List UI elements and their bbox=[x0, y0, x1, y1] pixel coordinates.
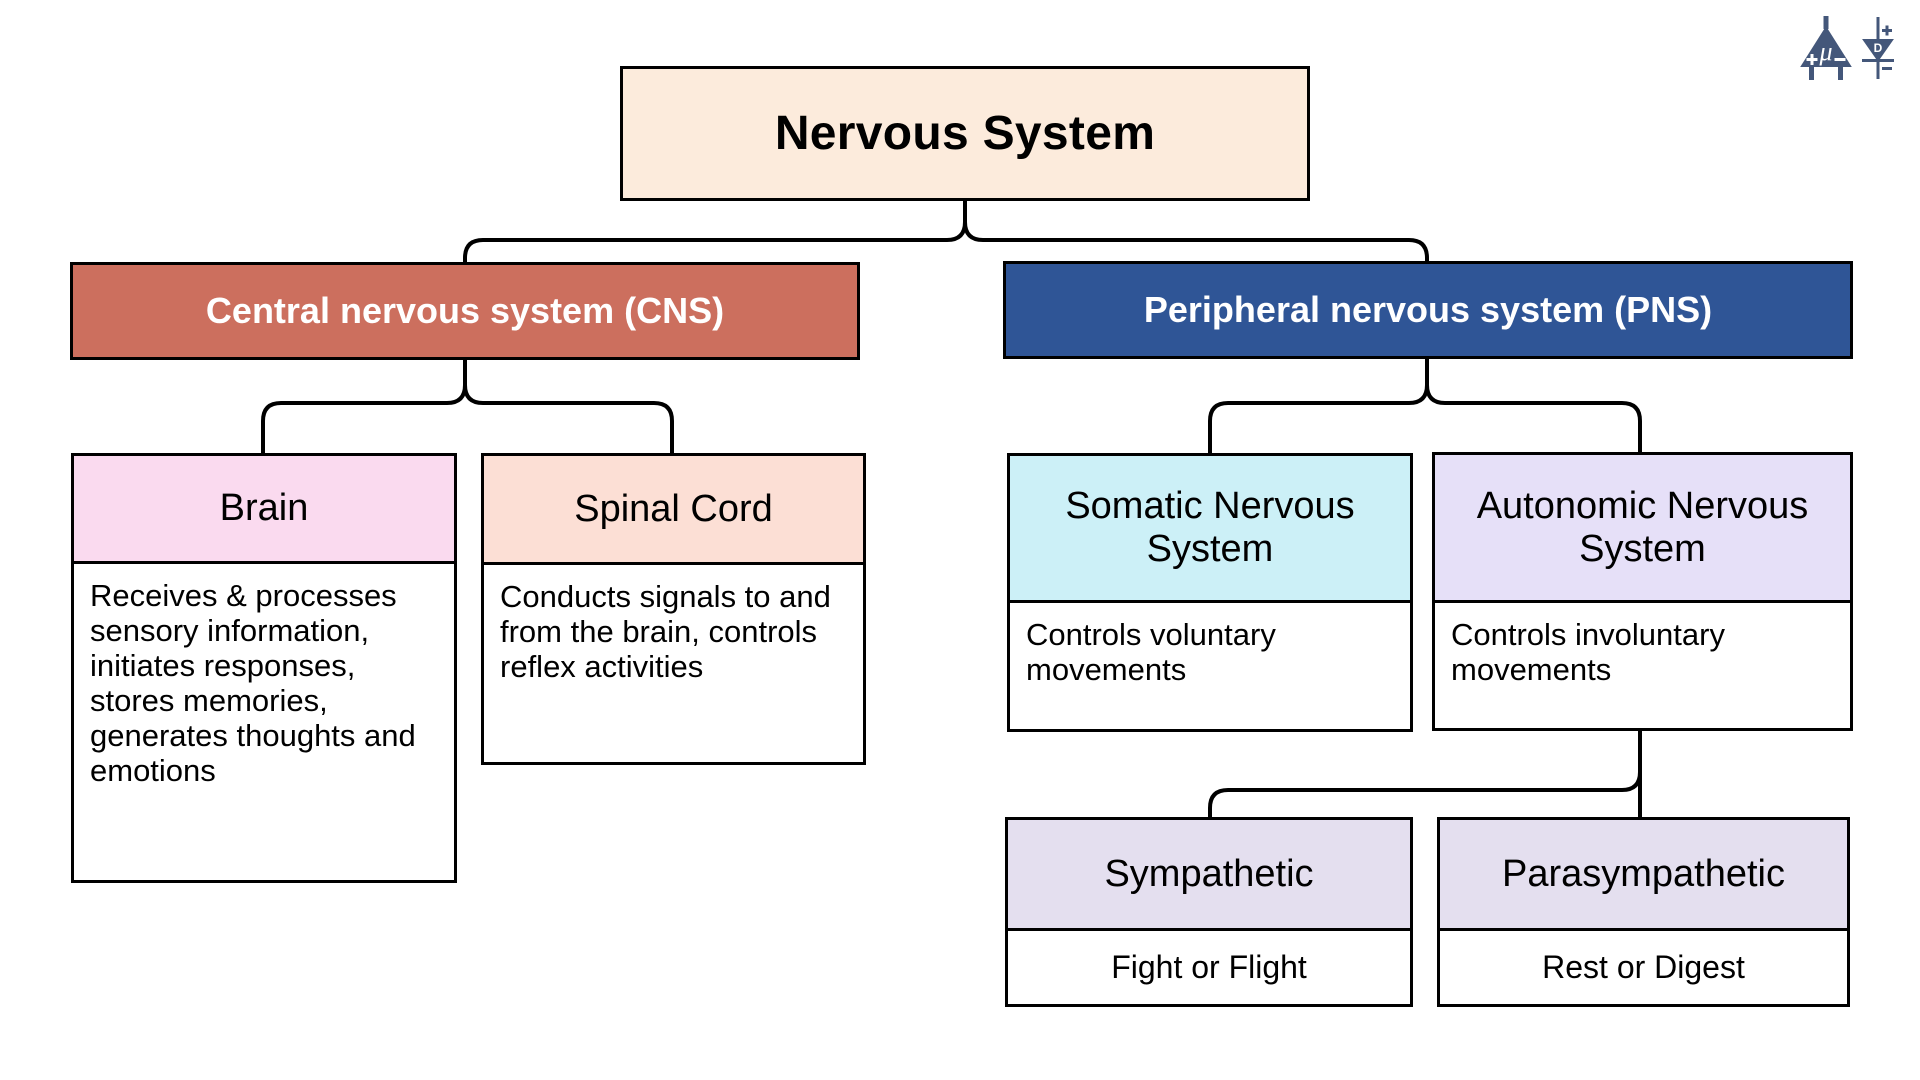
edge-root-pns bbox=[963, 201, 1429, 261]
edge-pns-somatic bbox=[1208, 359, 1429, 453]
node-somatic-nervous-system[interactable]: Somatic Nervous System Controls voluntar… bbox=[1007, 453, 1413, 732]
node-sympathetic-label: Sympathetic bbox=[1008, 820, 1410, 928]
node-autonomic-nervous-system[interactable]: Autonomic Nervous System Controls involu… bbox=[1432, 452, 1853, 731]
node-nervous-system[interactable]: Nervous System bbox=[620, 66, 1310, 201]
node-sympathetic[interactable]: Sympathetic Fight or Flight bbox=[1005, 817, 1413, 1007]
node-spinal-cord[interactable]: Spinal Cord Conducts signals to and from… bbox=[481, 453, 866, 765]
edge-autonomic-sympathetic bbox=[1208, 731, 1642, 817]
diode-d-glyph: D bbox=[1874, 41, 1883, 55]
node-peripheral-nervous-system[interactable]: Peripheral nervous system (PNS) bbox=[1003, 261, 1853, 359]
edge-root-cns bbox=[463, 201, 967, 262]
node-spinal-cord-description: Conducts signals to and from the brain, … bbox=[484, 562, 863, 762]
node-autonomic-nervous-system-label: Autonomic Nervous System bbox=[1435, 455, 1850, 600]
node-central-nervous-system-label: Central nervous system (CNS) bbox=[73, 265, 857, 357]
mu-glyph: μ bbox=[1818, 37, 1832, 66]
node-somatic-nervous-system-label: Somatic Nervous System bbox=[1010, 456, 1410, 600]
node-spinal-cord-label: Spinal Cord bbox=[484, 456, 863, 562]
edge-cns-spinal bbox=[463, 360, 674, 453]
node-brain-description: Receives & processes sensory information… bbox=[74, 561, 454, 880]
opamp-diode-logo: μ D bbox=[1800, 16, 1894, 80]
node-parasympathetic-label: Parasympathetic bbox=[1440, 820, 1847, 928]
edge-pns-autonomic bbox=[1425, 359, 1642, 452]
node-somatic-nervous-system-description: Controls voluntary movements bbox=[1010, 600, 1410, 729]
node-central-nervous-system[interactable]: Central nervous system (CNS) bbox=[70, 262, 860, 360]
node-sympathetic-description: Fight or Flight bbox=[1008, 928, 1410, 1004]
edge-cns-brain bbox=[261, 360, 467, 453]
node-parasympathetic-description: Rest or Digest bbox=[1440, 928, 1847, 1004]
node-autonomic-nervous-system-description: Controls involuntary movements bbox=[1435, 600, 1850, 728]
node-peripheral-nervous-system-label: Peripheral nervous system (PNS) bbox=[1006, 264, 1850, 356]
node-brain-label: Brain bbox=[74, 456, 454, 561]
node-parasympathetic[interactable]: Parasympathetic Rest or Digest bbox=[1437, 817, 1850, 1007]
node-brain[interactable]: Brain Receives & processes sensory infor… bbox=[71, 453, 457, 883]
node-nervous-system-label: Nervous System bbox=[623, 69, 1307, 198]
